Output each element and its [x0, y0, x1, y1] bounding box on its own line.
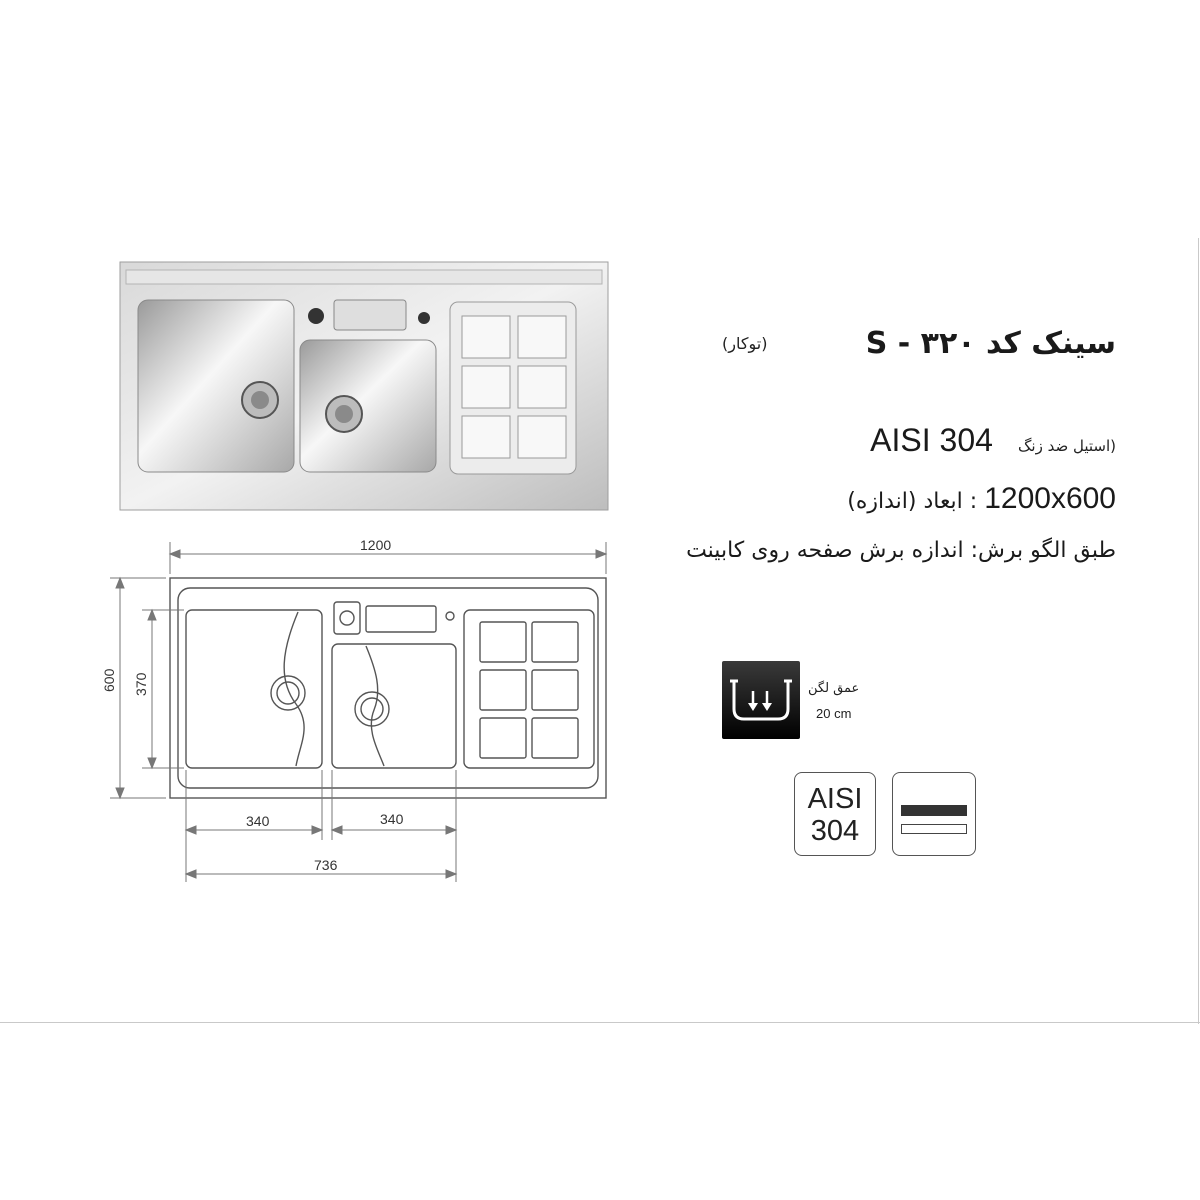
- aisi-badge-line1: AISI: [807, 783, 863, 815]
- dim-bowl1-width: 340: [246, 813, 270, 829]
- thickness-bar-bottom: [901, 824, 967, 834]
- aisi-badge-line2: 304: [810, 815, 860, 847]
- frame-divider-right: [1198, 238, 1199, 1024]
- dim-bowl2-width: 340: [380, 811, 404, 827]
- aisi-badge: AISI 304: [794, 772, 876, 856]
- material-grade: AISI 304: [870, 422, 993, 458]
- thickness-bar-top: [901, 805, 967, 816]
- dim-bowls-total: 736: [314, 857, 338, 873]
- depth-label: عمق لگن: [808, 681, 860, 696]
- product-title: سینک کد S - ۳۲۰: [865, 326, 1116, 361]
- dim-overall-height: 600: [101, 668, 117, 692]
- depth-value: 20 cm: [816, 706, 852, 721]
- steel-thickness-icon: [892, 772, 976, 856]
- sink-photo: [119, 261, 609, 511]
- cut-note: طبق الگو برش: اندازه برش صفحه روی کابینت: [686, 538, 1116, 563]
- material-note: (استیل ضد زنگ: [1018, 437, 1116, 455]
- install-type: (توکار): [722, 334, 768, 353]
- frame-divider-bottom: [0, 1022, 1200, 1023]
- sink-depth-icon: [722, 661, 800, 739]
- product-title-row: سینک کد S - ۳۲۰: [866, 326, 1116, 376]
- dimensions-row: 1200x600 : ابعاد (اندازه): [847, 482, 1116, 516]
- sink-technical-drawing: 1200 600 370 340 340 736: [101, 537, 608, 882]
- dim-overall-width: 1200: [360, 537, 391, 553]
- dimensions-label: : ابعاد (اندازه): [847, 489, 978, 514]
- dim-bowl-height: 370: [133, 672, 149, 696]
- material-row: (استیل ضد زنگ AISI 304: [870, 422, 1116, 459]
- dimensions-value: 1200x600: [984, 482, 1116, 515]
